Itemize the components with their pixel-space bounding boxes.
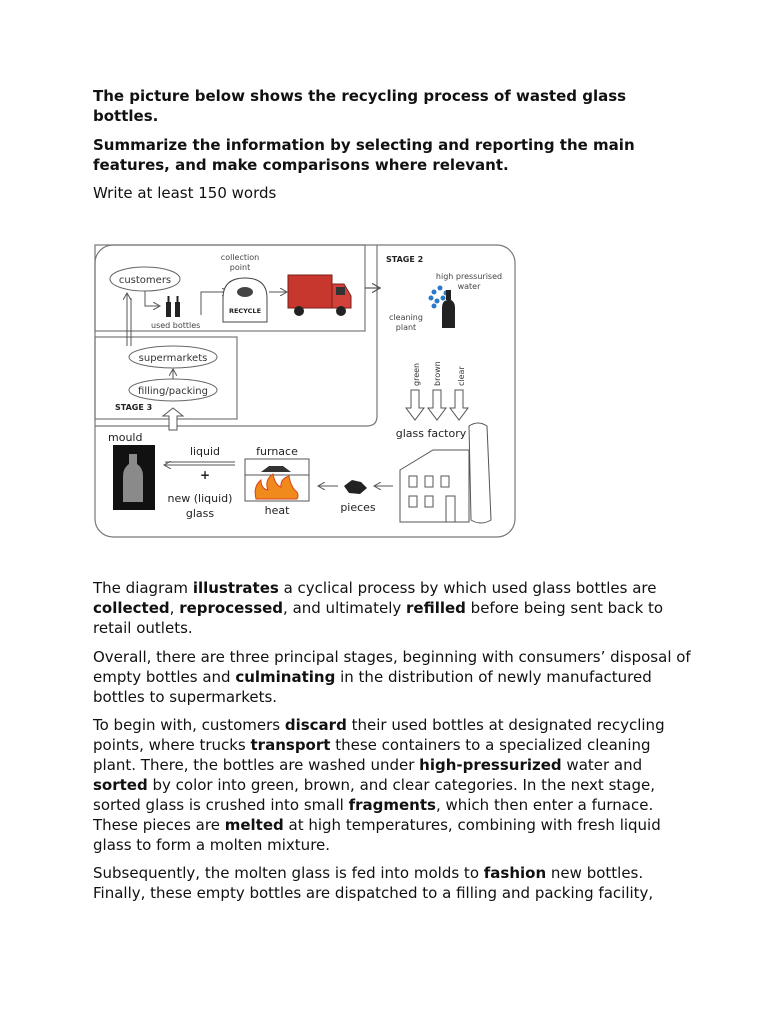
- new-liquid-glass-line1: new (liquid): [168, 492, 233, 505]
- prompt-task: Summarize the information by selecting a…: [93, 135, 693, 175]
- emphasized-word: sorted: [93, 776, 148, 794]
- liquid-label: liquid: [190, 445, 220, 458]
- prompt-title: The picture below shows the recycling pr…: [93, 86, 693, 126]
- emphasized-word: fragments: [349, 796, 436, 814]
- glass-pieces-icon: [344, 480, 367, 494]
- color-green-label: green: [412, 363, 421, 386]
- emphasized-word: collected: [93, 599, 170, 617]
- text-run: water and: [562, 756, 643, 774]
- recycling-diagram: customers used bottles collection point …: [93, 240, 517, 540]
- emphasized-word: refilled: [406, 599, 466, 617]
- essay-paragraph-3: To begin with, customers discard their u…: [93, 715, 693, 855]
- word-count-instruction: Write at least 150 words: [93, 183, 693, 203]
- collection-point-line1: collection: [221, 253, 259, 262]
- emphasized-word: transport: [251, 736, 331, 754]
- sorting-arrows: [406, 390, 468, 420]
- mould-label: mould: [108, 431, 142, 444]
- plus-sign: +: [200, 468, 210, 482]
- filling-packing-label: filling/packing: [138, 386, 208, 397]
- emphasized-word: culminating: [235, 668, 335, 686]
- bin-opening-icon: [237, 287, 253, 297]
- text-run: Subsequently, the molten glass is fed in…: [93, 864, 484, 882]
- recycle-bin-icon: [223, 278, 267, 322]
- cleaning-plant-line2: plant: [396, 323, 416, 332]
- supermarkets-label: supermarkets: [139, 353, 208, 364]
- furnace-label: furnace: [256, 445, 298, 458]
- stage3-label: STAGE 3: [115, 403, 152, 412]
- text-run: ,: [170, 599, 180, 617]
- truck-icon: [288, 275, 351, 316]
- emphasized-word: reprocessed: [179, 599, 283, 617]
- mould-icon: [113, 445, 155, 510]
- text-run: , and ultimately: [283, 599, 406, 617]
- emphasized-word: fashion: [484, 864, 546, 882]
- essay-paragraph-1: The diagram illustrates a cyclical proce…: [93, 578, 693, 638]
- collection-point-line2: point: [230, 263, 250, 272]
- new-liquid-glass-line2: glass: [186, 507, 215, 520]
- color-brown-label: brown: [433, 361, 442, 386]
- glass-factory-label: glass factory: [396, 427, 467, 440]
- high-pressure-line1: high pressurised: [436, 272, 502, 281]
- heat-label: heat: [265, 504, 290, 517]
- high-pressure-line2: water: [458, 282, 482, 291]
- customers-label: customers: [119, 275, 171, 286]
- emphasized-word: high-pressurized: [419, 756, 562, 774]
- color-clear-label: clear: [457, 366, 466, 386]
- furnace-icon: [245, 459, 309, 501]
- text-run: The diagram: [93, 579, 193, 597]
- cleaning-plant-line1: cleaning: [389, 313, 423, 322]
- used-bottles-label: used bottles: [151, 321, 200, 330]
- text-run: a cyclical process by which used glass b…: [279, 579, 657, 597]
- essay-paragraph-4: Subsequently, the molten glass is fed in…: [93, 863, 693, 903]
- emphasized-word: discard: [285, 716, 347, 734]
- pieces-label: pieces: [340, 501, 376, 514]
- essay-paragraph-2: Overall, there are three principal stage…: [93, 647, 693, 707]
- emphasized-word: melted: [225, 816, 284, 834]
- emphasized-word: illustrates: [193, 579, 279, 597]
- used-bottles-icon: [166, 296, 180, 317]
- arrow-customers-to-bottles: [145, 291, 159, 306]
- recycle-label: RECYCLE: [229, 307, 261, 315]
- stage2-label: STAGE 2: [386, 255, 423, 264]
- text-run: To begin with, customers: [93, 716, 285, 734]
- recycling-diagram-svg: customers used bottles collection point …: [93, 240, 517, 540]
